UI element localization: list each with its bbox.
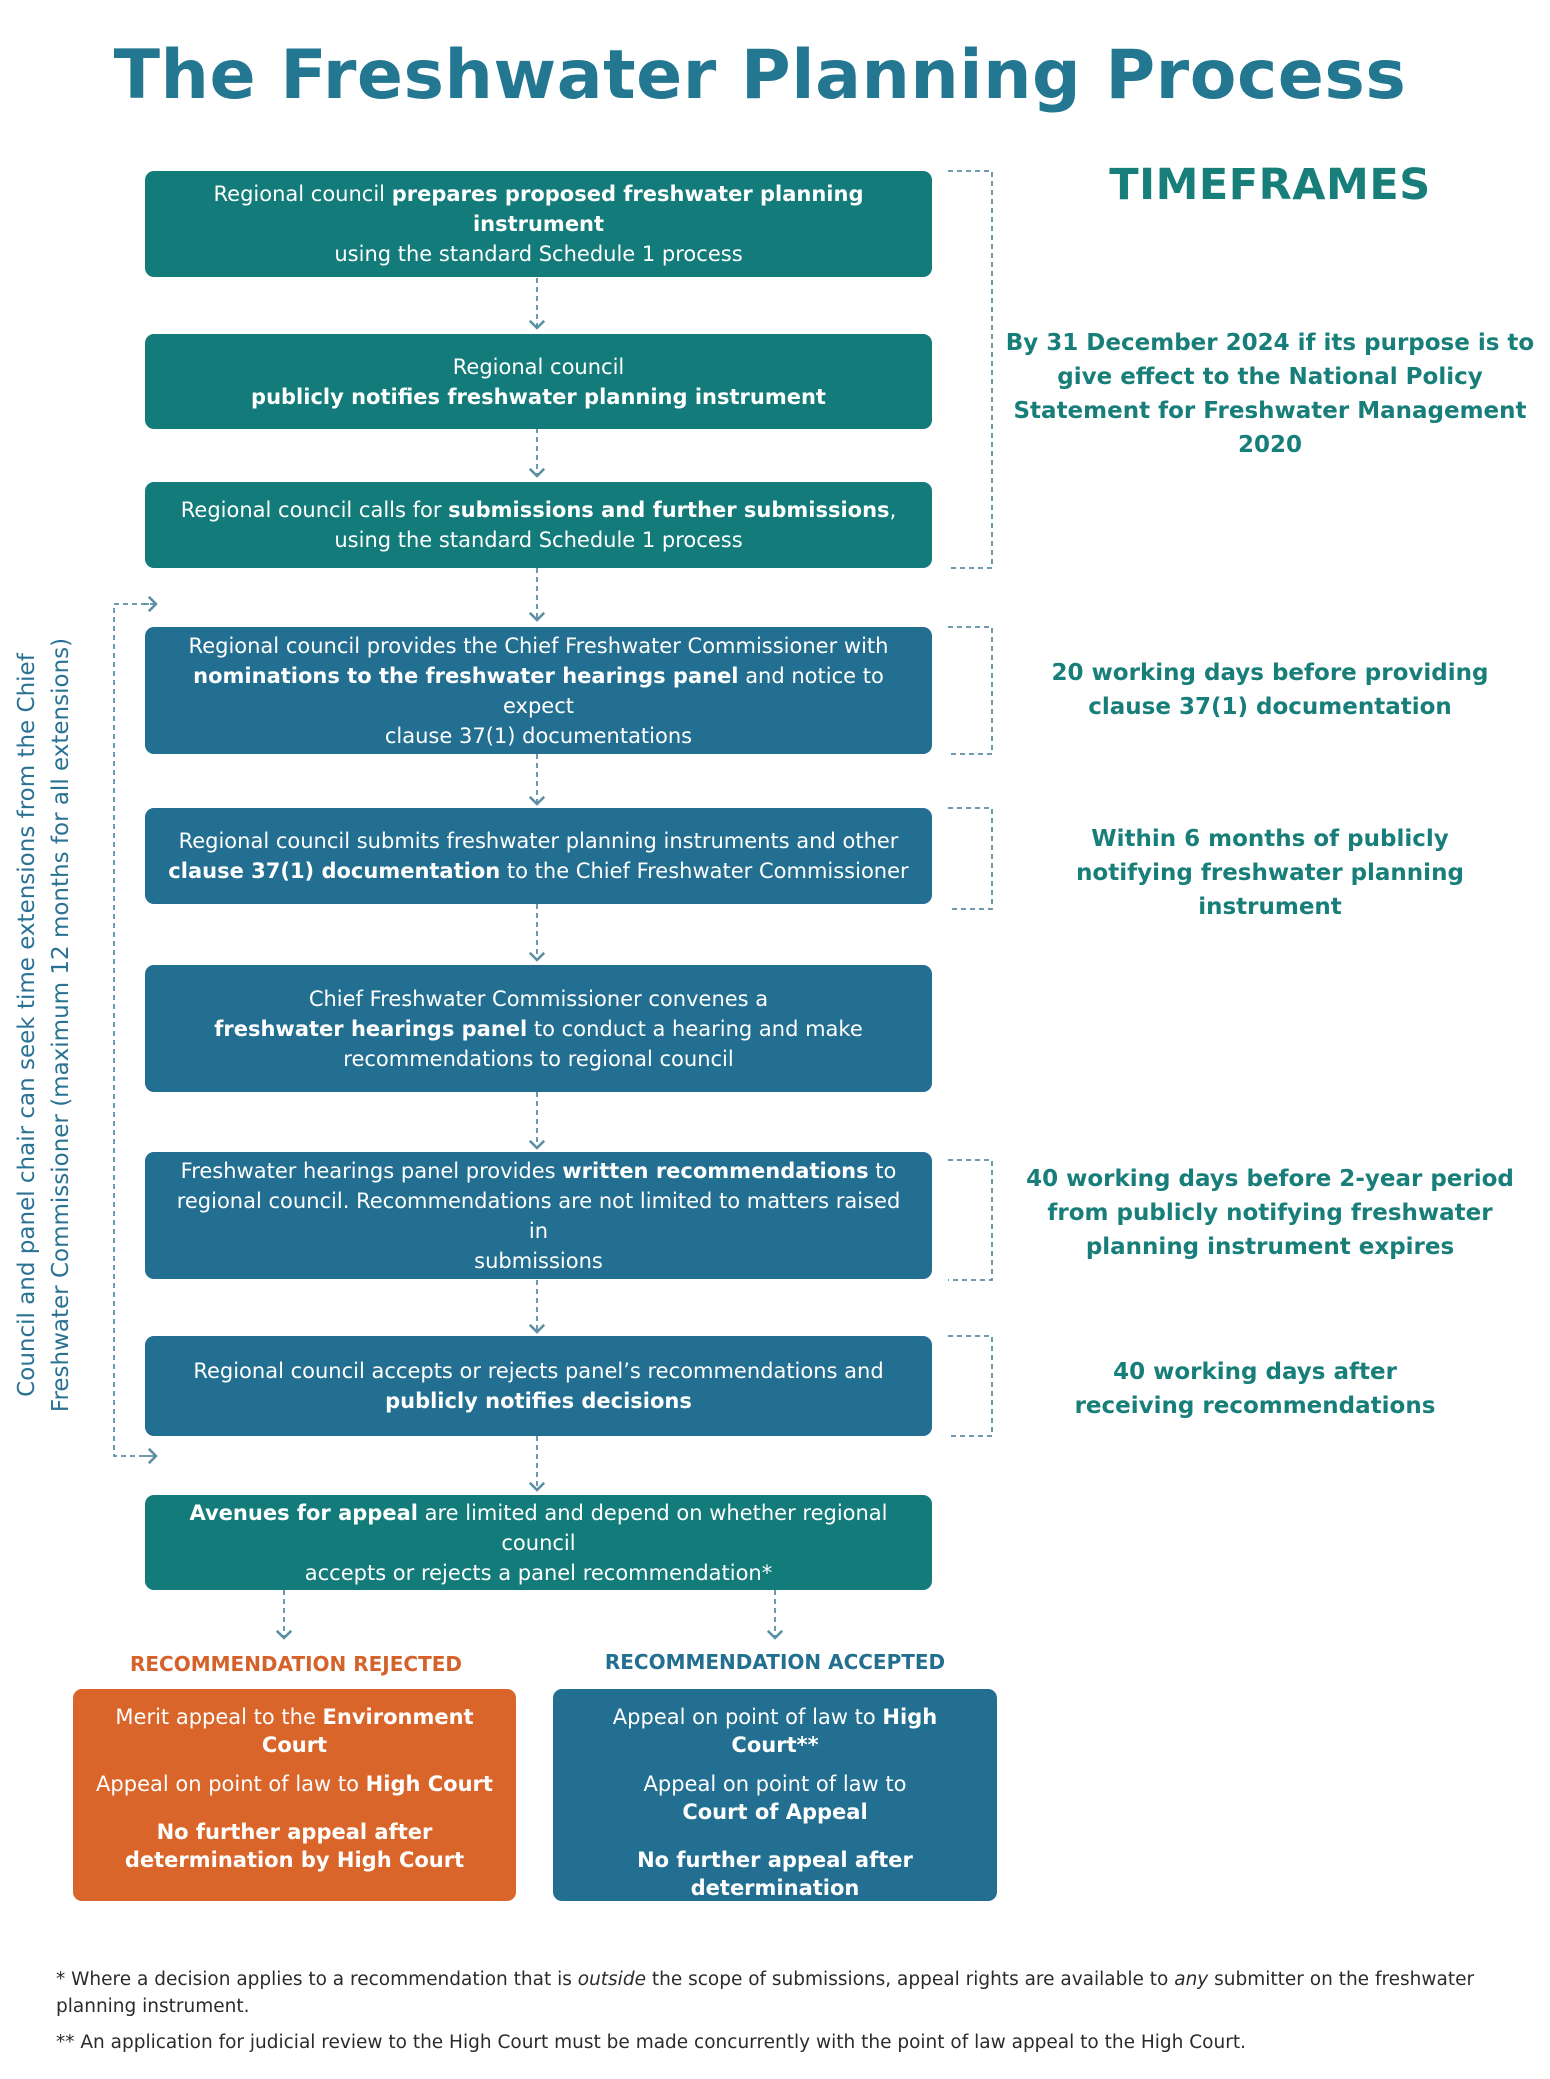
- accepted-box: Appeal on point of law to High Court** A…: [553, 1689, 997, 1928]
- timeframe-1: By 31 December 2024 if its purpose is to…: [1005, 330, 1535, 458]
- step-recommendations: Freshwater hearings panel provides writt…: [145, 1152, 932, 1279]
- step-decisions: Regional council accepts or rejects pane…: [145, 1336, 932, 1436]
- step-hearings-panel: Chief Freshwater Commissioner convenes a…: [145, 965, 932, 1092]
- step-notify: Regional council publicly notifies fresh…: [145, 334, 932, 429]
- footnote-1: * Where a decision applies to a recommen…: [56, 1969, 1475, 2017]
- timeframe-2: 20 working days before providing clause …: [1051, 660, 1489, 720]
- accepted-heading: RECOMMENDATION ACCEPTED: [604, 1650, 946, 1674]
- extension-note-line2: Freshwater Commissioner (maximum 12 mont…: [48, 637, 74, 1413]
- step-prepare: Regional council prepares proposed fresh…: [145, 171, 932, 277]
- extension-note: Council and panel chair can seek time ex…: [14, 638, 74, 1412]
- step-submissions: Regional council calls for submissions a…: [145, 482, 932, 568]
- step-documentation: Regional council submits freshwater plan…: [145, 808, 932, 904]
- bracket-5: [948, 1335, 993, 1437]
- footnote-2: ** An application for judicial review to…: [56, 2032, 1246, 2053]
- step-nominations: Regional council provides the Chief Fres…: [145, 627, 932, 754]
- extension-loop: [113, 603, 155, 1457]
- rejected-heading: RECOMMENDATION REJECTED: [129, 1652, 462, 1676]
- timeframe-3: Within 6 months of publicly notifying fr…: [1076, 826, 1464, 920]
- step-appeal: Avenues for appeal are limited and depen…: [145, 1495, 932, 1590]
- timeframes-heading: TIMEFRAMES: [1109, 160, 1431, 210]
- timeframe-5: 40 working days after receiving recommen…: [1074, 1359, 1436, 1419]
- bracket-3: [948, 807, 993, 910]
- extension-note-line1: Council and panel chair can seek time ex…: [14, 653, 40, 1397]
- bracket-2: [948, 626, 993, 755]
- bracket-4: [948, 1159, 993, 1281]
- rejected-box: Merit appeal to the Environment Court Ap…: [73, 1689, 516, 1901]
- timeframe-4: 40 working days before 2-year period fro…: [1026, 1166, 1514, 1260]
- bracket-1: [948, 170, 993, 569]
- page-title: The Freshwater Planning Process: [113, 36, 1407, 115]
